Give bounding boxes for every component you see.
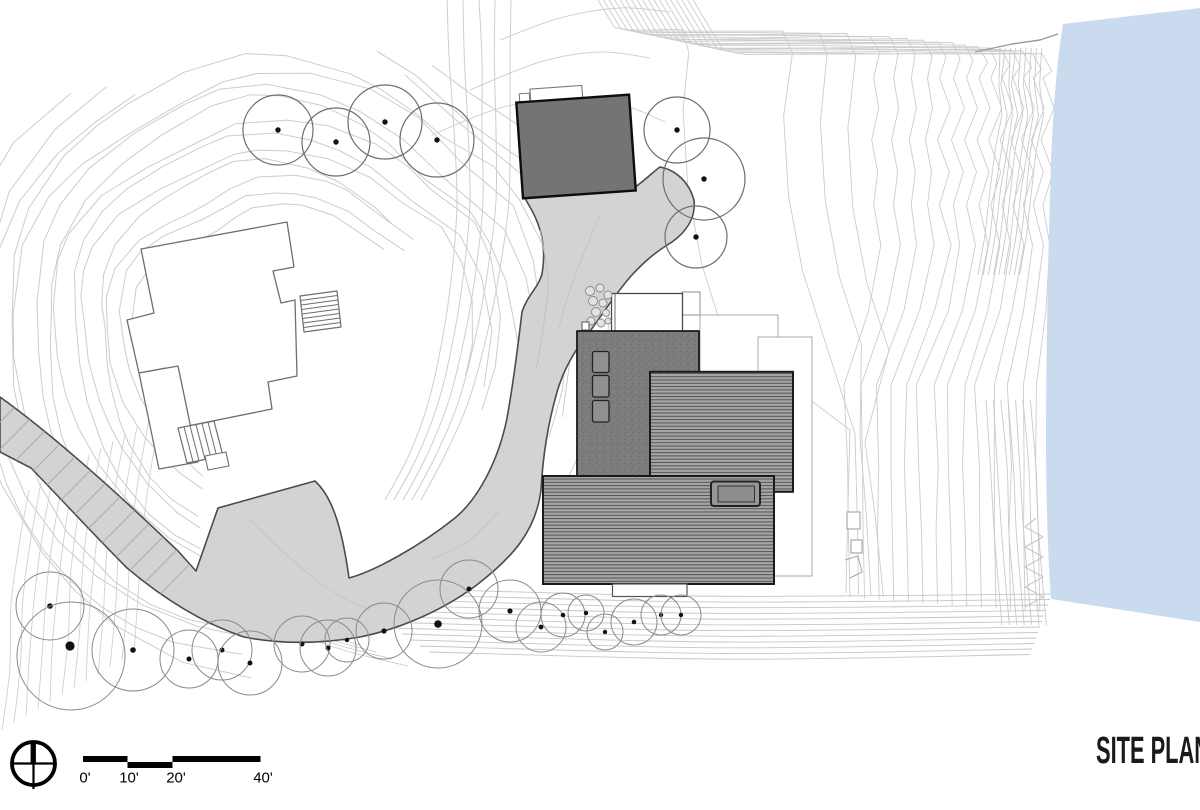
svg-text:40': 40' (253, 770, 273, 787)
svg-text:0': 0' (79, 770, 90, 787)
svg-text:SITE PLAN: SITE PLAN (1096, 729, 1200, 772)
svg-text:10': 10' (119, 770, 139, 787)
svg-text:20': 20' (166, 770, 186, 787)
